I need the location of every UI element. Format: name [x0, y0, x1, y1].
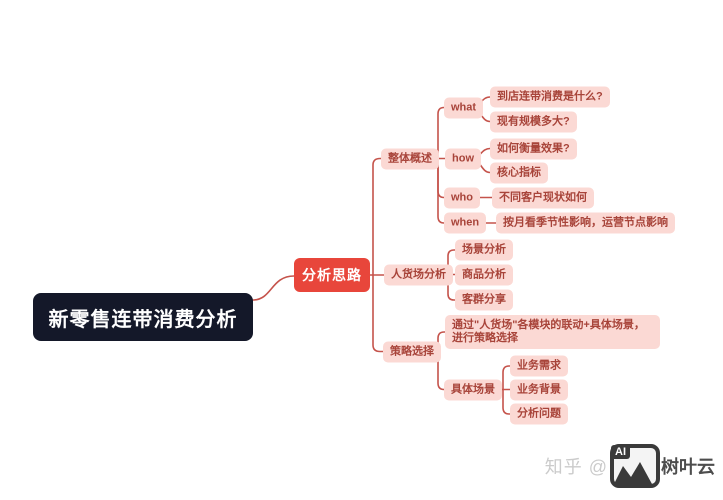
- topic-node: 分析思路: [294, 258, 370, 292]
- leaf-how-1: 如何衡量效果?: [490, 138, 577, 159]
- leaf-who-1: 不同客户现状如何: [492, 187, 594, 208]
- leaf-product-analysis: 商品分析: [455, 264, 513, 285]
- ai-badge: AI: [611, 445, 630, 459]
- root-node: 新零售连带消费分析: [33, 293, 253, 341]
- sub-node-what: what: [444, 97, 484, 118]
- leaf-customer-share: 客群分享: [455, 289, 513, 311]
- leaf-business-background: 业务背景: [510, 379, 568, 401]
- leaf-how-2: 核心指标: [490, 162, 548, 183]
- sub-node-concrete-scene: 具体场景: [444, 379, 502, 400]
- watermark: 知乎 @ AI 树叶云: [545, 444, 715, 488]
- leaf-business-need: 业务需求: [510, 355, 568, 377]
- sub-node-who: who: [444, 187, 480, 208]
- sub-node-when: when: [444, 212, 487, 234]
- watermark-name: 树叶云: [661, 457, 715, 477]
- leaf-strategy-note: 通过"人货场"各模块的联动+具体场景，进行策略选择: [445, 315, 660, 349]
- ai-image-icon: AI: [610, 444, 660, 488]
- watermark-prefix: 知乎 @: [544, 457, 608, 477]
- leaf-scene-analysis: 场景分析: [455, 239, 513, 261]
- leaf-what-1: 到店连带消费是什么?: [490, 86, 610, 108]
- mountains-icon: [614, 462, 652, 484]
- branch-strategy-select: 策略选择: [383, 341, 441, 362]
- leaf-when-1: 按月看季节性影响，运营节点影响: [496, 212, 675, 234]
- leaf-what-2: 现有规模多大?: [490, 111, 577, 132]
- branch-overview: 整体概述: [381, 148, 439, 169]
- sub-node-how: how: [445, 148, 481, 169]
- leaf-analysis-question: 分析问题: [510, 403, 568, 425]
- branch-people-goods-scene: 人货场分析: [384, 264, 453, 285]
